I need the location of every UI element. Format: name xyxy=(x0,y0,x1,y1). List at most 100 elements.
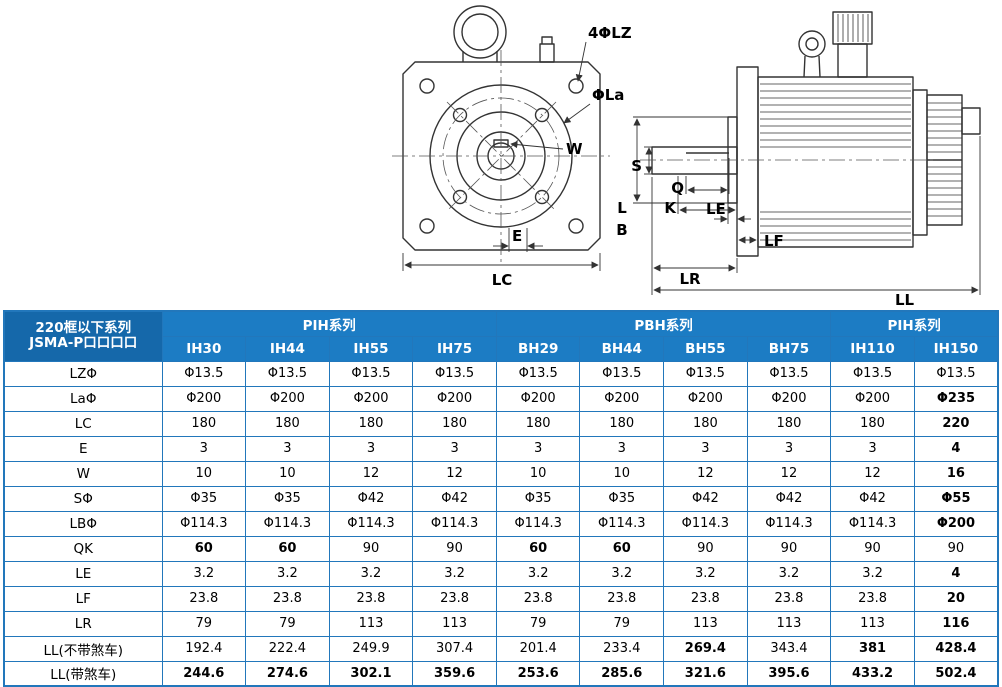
dimension-value: 90 xyxy=(412,535,497,562)
dimension-value: 90 xyxy=(746,535,832,562)
dimension-value: Φ114.3 xyxy=(412,510,497,537)
side-lb-l-label: L xyxy=(617,199,627,217)
series-group-header: PIH系列 xyxy=(830,310,999,337)
dimension-value: Φ13.5 xyxy=(746,360,832,387)
dimension-label: LaΦ xyxy=(3,385,163,412)
dimension-value: 12 xyxy=(830,460,915,487)
dimension-value: 3.2 xyxy=(495,560,581,587)
dimension-label: LF xyxy=(3,585,163,612)
dimension-label: LZΦ xyxy=(3,360,163,387)
dimension-value: 249.9 xyxy=(328,635,414,662)
side-q-label: Q xyxy=(671,179,684,197)
dimension-value: 359.6 xyxy=(412,660,497,687)
dimension-value: 113 xyxy=(830,610,915,637)
dimension-value: Φ114.3 xyxy=(328,510,414,537)
dimension-value: 16 xyxy=(913,460,999,487)
dimension-value: Φ35 xyxy=(161,485,247,512)
dimension-value: Φ35 xyxy=(495,485,581,512)
dimension-value: 192.4 xyxy=(161,635,247,662)
dimension-value: Φ114.3 xyxy=(495,510,581,537)
dimension-value: Φ42 xyxy=(830,485,915,512)
dimension-value: 180 xyxy=(328,410,414,437)
dimension-value: Φ235 xyxy=(913,385,999,412)
dimension-value: 3.2 xyxy=(245,560,330,587)
dimension-value: Φ114.3 xyxy=(245,510,330,537)
dimension-value: 113 xyxy=(746,610,832,637)
dimension-value: 307.4 xyxy=(412,635,497,662)
dimension-value: 90 xyxy=(663,535,748,562)
dimension-value: Φ114.3 xyxy=(663,510,748,537)
side-shaft-diameter-label: S xyxy=(631,157,642,175)
dimension-value: Φ114.3 xyxy=(830,510,915,537)
dimension-value: 3.2 xyxy=(161,560,247,587)
series-group-header: PIH系列 xyxy=(161,310,497,337)
dimension-label: W xyxy=(3,460,163,487)
side-k-label: K xyxy=(664,199,677,217)
dimension-value: 428.4 xyxy=(913,635,999,662)
dimension-value: Φ13.5 xyxy=(913,360,999,387)
dimension-value: 180 xyxy=(412,410,497,437)
dimension-value: 79 xyxy=(161,610,247,637)
dimension-value: Φ13.5 xyxy=(161,360,247,387)
dimension-value: 79 xyxy=(245,610,330,637)
dimension-drawing-svg: 4ΦLZ ΦLa W E LC S Q K LE L B LF LR LL xyxy=(392,5,981,309)
dimension-value: Φ114.3 xyxy=(579,510,665,537)
dimension-lines xyxy=(402,41,981,295)
dimension-value: 90 xyxy=(913,535,999,562)
dimension-value: Φ13.5 xyxy=(412,360,497,387)
dimension-value: 79 xyxy=(579,610,665,637)
dimension-value: 180 xyxy=(161,410,247,437)
dimension-value: 233.4 xyxy=(579,635,665,662)
dimension-value: Φ13.5 xyxy=(328,360,414,387)
dimension-value: Φ13.5 xyxy=(495,360,581,387)
dimension-value: 60 xyxy=(161,535,247,562)
model-header: BH55 xyxy=(663,335,748,362)
dimension-value: 3 xyxy=(245,435,330,462)
dimension-value: 23.8 xyxy=(328,585,414,612)
model-header: IH110 xyxy=(830,335,915,362)
dimension-value: 433.2 xyxy=(830,660,915,687)
dimension-value: 90 xyxy=(830,535,915,562)
front-view-centerlines xyxy=(392,50,610,262)
dimension-value: 3.2 xyxy=(328,560,414,587)
model-header: BH75 xyxy=(746,335,832,362)
series-title: 220框以下系列 xyxy=(35,319,132,336)
dimension-value: 274.6 xyxy=(245,660,330,687)
dimension-value: 10 xyxy=(245,460,330,487)
dimension-value: 23.8 xyxy=(746,585,832,612)
dimension-label: LR xyxy=(3,610,163,637)
dimension-value: 12 xyxy=(412,460,497,487)
dimension-value: 23.8 xyxy=(495,585,581,612)
dimension-value: Φ200 xyxy=(495,385,581,412)
dimension-value: 302.1 xyxy=(328,660,414,687)
dimension-value: Φ42 xyxy=(746,485,832,512)
dimension-value: 10 xyxy=(161,460,247,487)
dimension-value: Φ114.3 xyxy=(161,510,247,537)
dimension-value: Φ200 xyxy=(913,510,999,537)
dimension-value: 3 xyxy=(161,435,247,462)
dimension-value: Φ200 xyxy=(579,385,665,412)
dimension-value: Φ13.5 xyxy=(830,360,915,387)
dimension-value: 180 xyxy=(830,410,915,437)
dimension-value: 10 xyxy=(579,460,665,487)
dimension-value: 12 xyxy=(746,460,832,487)
dimension-value: Φ200 xyxy=(663,385,748,412)
dimension-value: 12 xyxy=(663,460,748,487)
series-group-header: PBH系列 xyxy=(495,310,832,337)
dimension-value: 343.4 xyxy=(746,635,832,662)
side-le-label: LE xyxy=(706,200,726,218)
dimension-value: 180 xyxy=(245,410,330,437)
dimension-value: Φ42 xyxy=(412,485,497,512)
dimension-value: Φ200 xyxy=(746,385,832,412)
model-header: IH150 xyxy=(913,335,999,362)
dimension-value: Φ42 xyxy=(328,485,414,512)
